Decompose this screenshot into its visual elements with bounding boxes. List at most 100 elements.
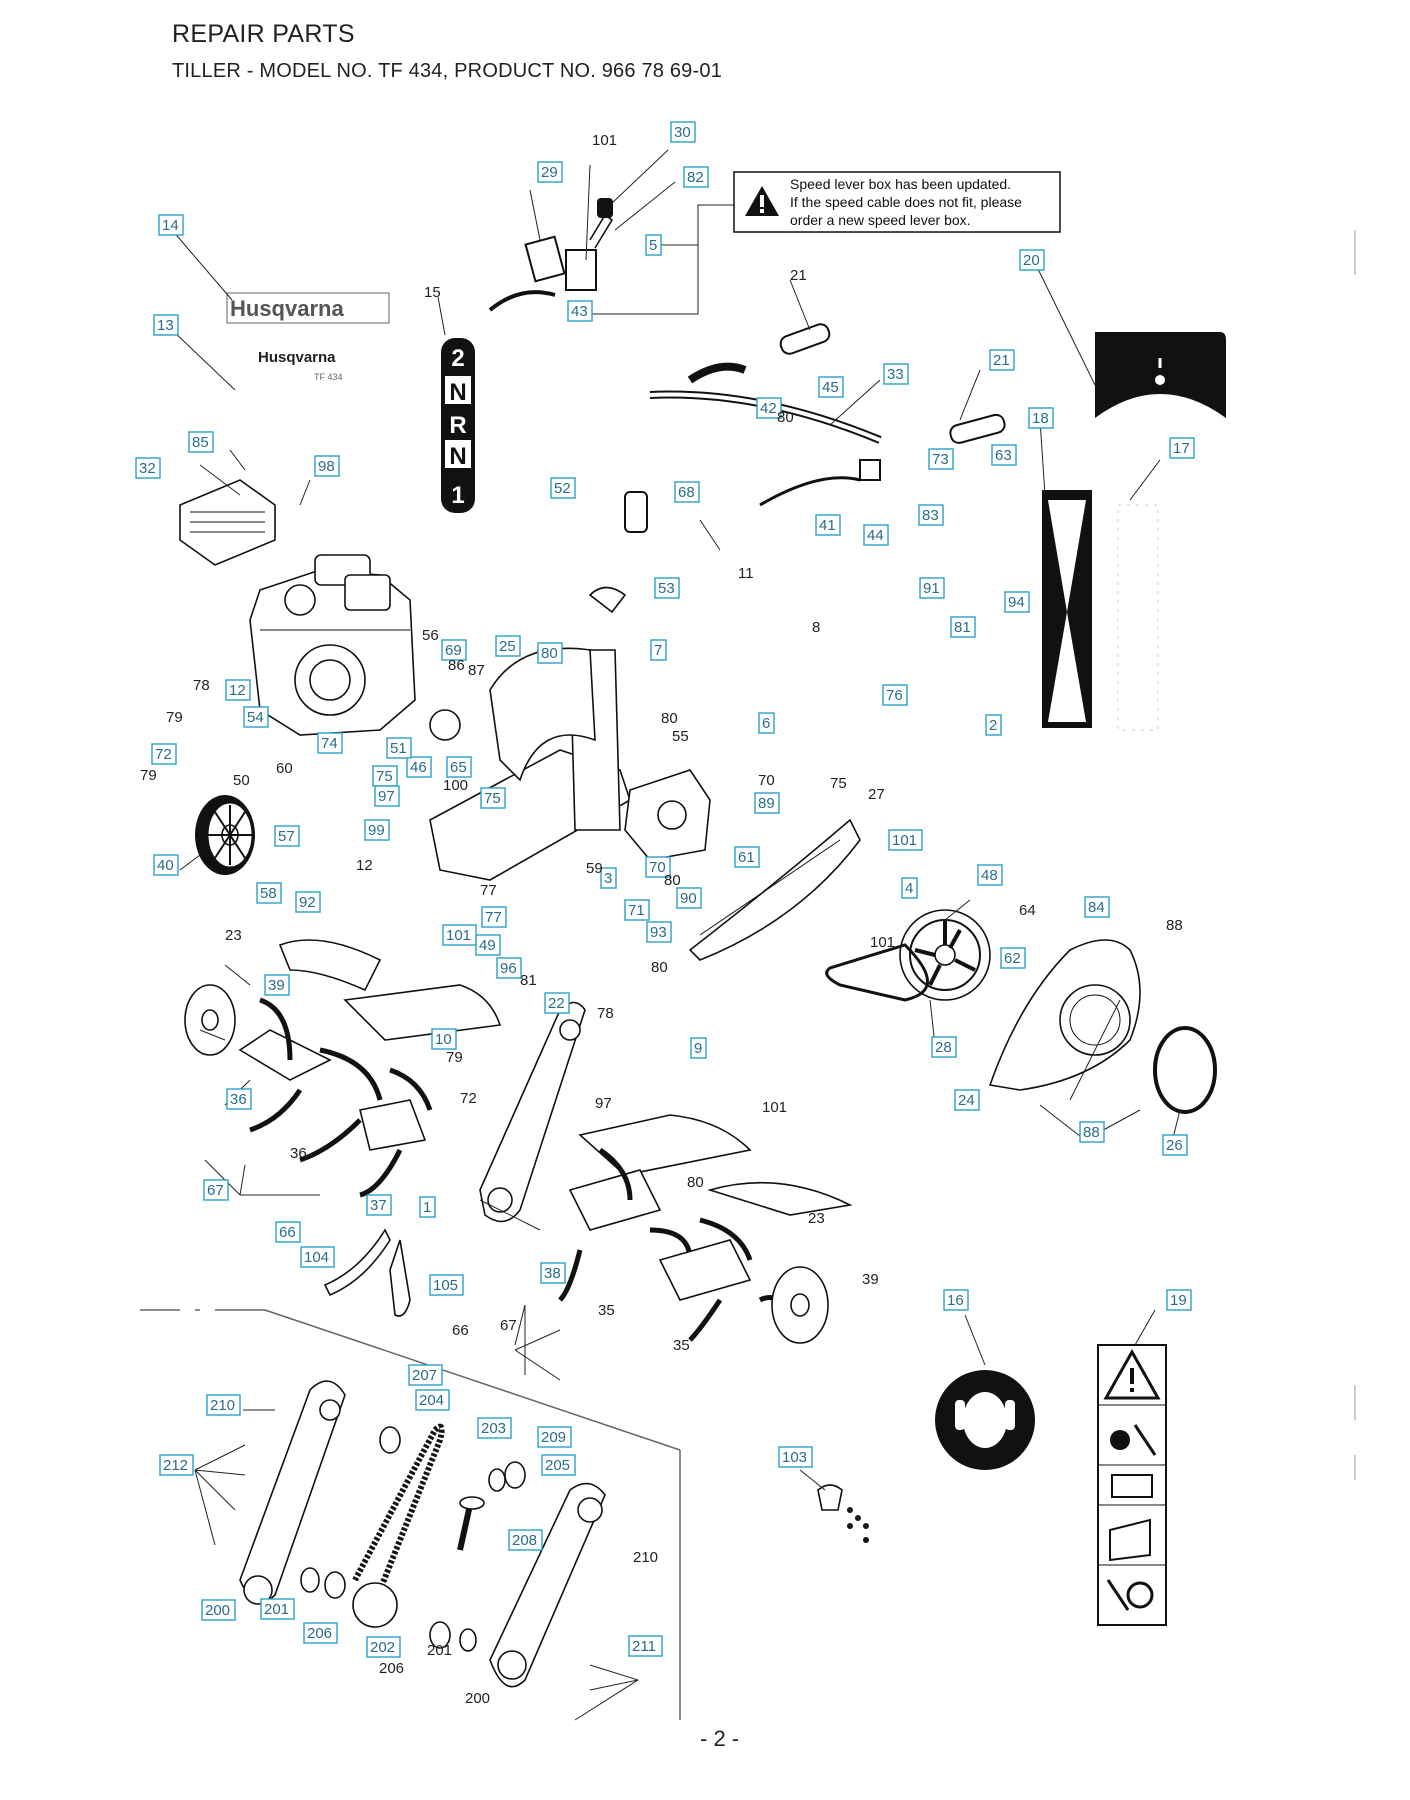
callout-c200a: 200 — [201, 1599, 236, 1621]
callout-number: 81 — [520, 972, 537, 989]
callout-number: 79 — [166, 709, 183, 726]
callout-number: 66 — [452, 1322, 469, 1339]
notice-line-3: order a new speed lever box. — [790, 212, 971, 228]
subassembly-separator — [140, 1309, 681, 1720]
notice-box: Speed lever box has been updated. If the… — [577, 171, 1061, 315]
page-subtitle: TILLER - MODEL NO. TF 434, PRODUCT NO. 9… — [172, 60, 723, 82]
callout-number: 87 — [468, 662, 485, 679]
decal-18 — [1042, 490, 1092, 728]
callout-c5: 5 — [645, 234, 662, 256]
callout-number: 204 — [419, 1392, 444, 1409]
callout-box — [508, 1529, 543, 1551]
callout-number: 75 — [830, 775, 847, 792]
decal-20-hole — [1155, 375, 1165, 385]
callout-number: 69 — [445, 642, 462, 659]
callout-c105: 105 — [429, 1274, 464, 1296]
transmission — [624, 769, 711, 861]
callout-number: 100 — [443, 777, 468, 794]
callout-c25: 25 — [495, 635, 521, 657]
callout-number: 68 — [678, 484, 695, 501]
page-title: REPAIR PARTS — [172, 20, 355, 48]
callout-number: 28 — [935, 1039, 952, 1056]
callout-number: 78 — [597, 1005, 614, 1022]
callout-c201b: 201 — [427, 1642, 452, 1659]
callout-number: 101 — [892, 832, 917, 849]
callout-box — [928, 448, 954, 470]
callout-number: 104 — [304, 1249, 329, 1266]
callout-box — [260, 1598, 295, 1620]
callout-box — [537, 642, 563, 664]
callout-number: 35 — [598, 1302, 615, 1319]
callout-c79c: 79 — [446, 1049, 463, 1066]
callout-c101a: 101 — [442, 924, 477, 946]
callout-c45: 45 — [818, 376, 844, 398]
clip-104 — [323, 1228, 391, 1297]
callout-box — [550, 477, 576, 499]
callout-c84: 84 — [1084, 896, 1110, 918]
callout-box — [364, 819, 390, 841]
leader-lines — [171, 149, 1181, 1721]
callout-c4: 4 — [901, 877, 918, 899]
callout-c98: 98 — [314, 455, 340, 477]
callout-number: 26 — [1166, 1137, 1183, 1154]
callout-box — [646, 921, 672, 943]
callout-c83: 83 — [918, 504, 944, 526]
callout-box — [954, 1089, 980, 1111]
callout-number: 80 — [661, 710, 678, 727]
callout-box — [158, 214, 184, 236]
callout-c1: 1 — [419, 1196, 436, 1218]
callout-box — [203, 1179, 229, 1201]
callout-c200b: 200 — [465, 1690, 490, 1707]
callout-number: 85 — [192, 434, 209, 451]
callout-number: 50 — [233, 772, 250, 789]
callout-c14: 14 — [158, 214, 184, 236]
callout-number: 80 — [651, 959, 668, 976]
callout-c67a: 67 — [203, 1179, 229, 1201]
callout-number: 58 — [260, 885, 277, 902]
callout-c55: 55 — [672, 728, 689, 745]
callout-c205: 205 — [541, 1454, 576, 1476]
callout-c80c: 80 — [664, 872, 681, 889]
callout-number: 70 — [758, 772, 775, 789]
callout-number: 77 — [480, 882, 497, 899]
callout-number: 212 — [163, 1457, 188, 1474]
callout-number: 98 — [318, 458, 335, 475]
callout-number: 52 — [554, 480, 571, 497]
callout-c70b: 70 — [645, 856, 671, 878]
callout-c212: 212 — [159, 1454, 194, 1476]
callout-c3: 3 — [600, 867, 617, 889]
callout-c58: 58 — [256, 882, 282, 904]
callout-number: 72 — [460, 1090, 477, 1107]
callout-number: 14 — [162, 217, 179, 234]
callout-number: 71 — [628, 902, 645, 919]
callout-c52: 52 — [550, 477, 576, 499]
callout-number: 44 — [867, 527, 884, 544]
callout-c101e: 101 — [870, 934, 895, 951]
callout-box — [243, 706, 269, 728]
gear-label-n2: N — [449, 443, 466, 470]
callout-number: 75 — [376, 768, 393, 785]
chain-case-left-half — [239, 1380, 346, 1605]
belt-guard-27 — [688, 818, 861, 961]
callout-number: 7 — [654, 642, 662, 659]
callout-box — [408, 1364, 443, 1386]
gear-label-r: R — [449, 412, 466, 439]
callout-number: 57 — [278, 828, 295, 845]
callout-c15: 15 — [424, 284, 441, 301]
callout-c7: 7 — [650, 639, 667, 661]
callout-number: 45 — [822, 379, 839, 396]
callout-c42: 42 — [756, 397, 782, 419]
callout-number: 5 — [649, 237, 657, 254]
callout-box — [441, 639, 467, 661]
callout-number: 80 — [541, 645, 558, 662]
callout-box — [650, 639, 667, 661]
callout-c22: 22 — [544, 992, 570, 1014]
callout-c65: 65 — [446, 756, 472, 778]
callout-number: 101 — [592, 132, 617, 149]
callout-box — [815, 514, 841, 536]
callout-box — [818, 376, 844, 398]
callout-c206b: 206 — [379, 1660, 404, 1677]
safety-decal-strip — [1097, 1344, 1167, 1626]
callout-box — [628, 1635, 663, 1657]
